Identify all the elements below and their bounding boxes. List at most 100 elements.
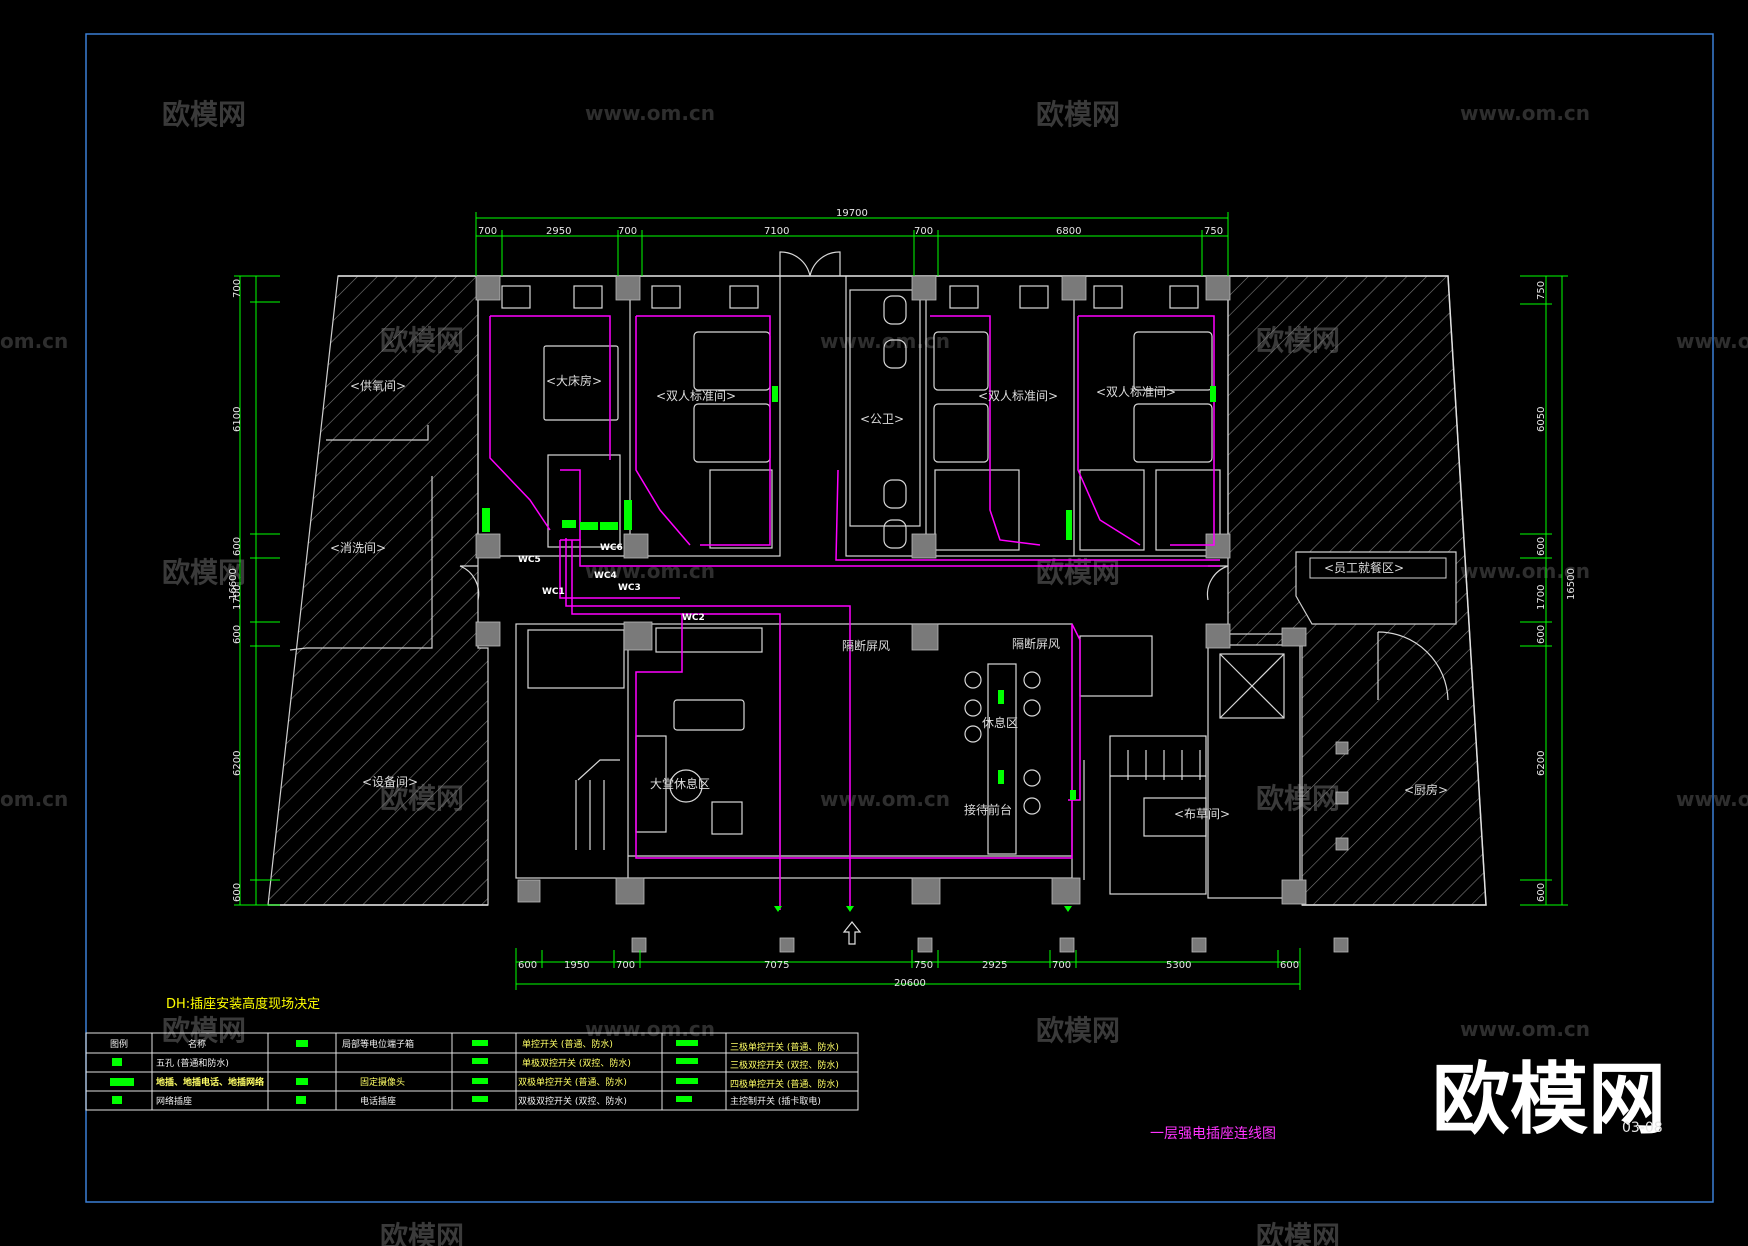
room-labels: <供氧间> <消洗间> <设备间> <大床房> <双人标准间> <公卫> <双人… xyxy=(330,373,1448,821)
dim-left-seg: 6100 xyxy=(232,407,243,432)
dim-right-seg: 6200 xyxy=(1536,751,1547,776)
legend-item: 网络插座 xyxy=(156,1095,192,1107)
label-lounge: 大堂休息区 xyxy=(650,776,710,791)
dim-left-seg: 700 xyxy=(232,279,243,298)
sheet-border-outer xyxy=(85,33,1714,1203)
watermark-url-cut: om.cn xyxy=(0,329,68,353)
dim-bottom-seg: 700 xyxy=(1052,960,1071,971)
watermark-brand: 欧模网 xyxy=(1036,98,1120,131)
dim-right-seg: 750 xyxy=(1536,281,1547,300)
watermark-url: www.om.cn xyxy=(1460,559,1590,583)
watermark-url: www.om.cn xyxy=(1460,101,1590,125)
dim-bottom-seg: 700 xyxy=(616,960,635,971)
dim-top-seg: 750 xyxy=(1204,226,1223,237)
brand-logo: 欧模网 xyxy=(1432,1055,1666,1145)
room-label-public-wc: <公卫> xyxy=(860,412,904,426)
dim-top-seg: 700 xyxy=(618,226,637,237)
legend-item: 四极单控开关 (普通、防水) xyxy=(730,1078,839,1090)
legend-item: 三极单控开关 (普通、防水) xyxy=(730,1041,839,1053)
legend-item: 双极单控开关 (普通、防水) xyxy=(518,1076,627,1088)
legend-item: 电话插座 xyxy=(360,1095,396,1107)
circuit-label: WC4 xyxy=(594,571,617,581)
dim-bottom-seg: 600 xyxy=(1280,960,1299,971)
installation-note: DH:插座安装高度现场决定 xyxy=(166,996,320,1012)
watermark-url: www.om.cn xyxy=(585,559,715,583)
label-reception: 接待前台 xyxy=(964,802,1012,817)
legend-item: 局部等电位端子箱 xyxy=(342,1038,414,1050)
room-label-big-bed: <大床房> xyxy=(546,373,602,388)
watermark-brand: 欧模网 xyxy=(162,556,246,589)
lobby-block xyxy=(459,565,1449,899)
watermark-url: www.om.cn xyxy=(1676,787,1748,811)
circuit-label: WC5 xyxy=(518,555,541,565)
triangle-markers xyxy=(774,906,1072,912)
room-label-equipment: <设备间> xyxy=(362,775,418,789)
dim-left-seg: 1700 xyxy=(232,585,243,610)
dim-bottom-total: 20600 xyxy=(894,978,926,989)
watermark-url-cut: om.cn xyxy=(0,787,68,811)
circuit-label: WC2 xyxy=(682,613,705,623)
room-label-linen: <布草间> xyxy=(1174,807,1230,821)
legend-item: 双极双控开关 (双控、防水) xyxy=(518,1095,627,1107)
dim-right-seg: 1700 xyxy=(1536,585,1547,610)
room-label-twin-3: <双人标准间> xyxy=(1096,385,1176,399)
dim-bottom-seg: 7075 xyxy=(764,960,789,971)
dim-left-seg: 600 xyxy=(232,625,243,644)
watermark-url: www.om.cn xyxy=(820,787,950,811)
room-label-oxygen: <供氧间> xyxy=(350,379,406,393)
dim-right-seg: 600 xyxy=(1536,537,1547,556)
legend-item: 三极双控开关 (双控、防水) xyxy=(730,1059,839,1071)
dimension-lines xyxy=(234,212,1568,990)
circuit-labels: WC5 WC6 WC1 WC4 WC3 WC2 xyxy=(518,543,705,623)
wiring-circuits xyxy=(489,315,1220,910)
fixture-markers xyxy=(482,386,1216,800)
legend-item: 主控制开关 (插卡取电) xyxy=(730,1095,821,1107)
label-screen-1: 隔断屏风 xyxy=(842,638,890,653)
watermark-url: www.om.cn xyxy=(820,329,950,353)
watermark-url: www.om.cn xyxy=(585,1017,715,1041)
legend-item: 单控开关 (普通、防水) xyxy=(522,1038,613,1050)
dim-top-seg: 700 xyxy=(914,226,933,237)
watermark-brand: 欧模网 xyxy=(1036,1014,1120,1047)
dim-top-seg: 700 xyxy=(478,226,497,237)
watermark-brand: 欧模网 xyxy=(1036,556,1120,589)
structural-columns xyxy=(475,275,1349,953)
watermark-url: www.om.cn xyxy=(1676,329,1748,353)
dim-top-total: 19700 xyxy=(836,208,868,219)
legend-header-name: 名称 xyxy=(188,1038,206,1050)
dim-top-seg: 6800 xyxy=(1056,226,1081,237)
legend-item: 固定摄像头 xyxy=(360,1076,405,1088)
watermark-brand: 欧模网 xyxy=(162,98,246,131)
watermark-url: www.om.cn xyxy=(585,101,715,125)
dim-top-seg: 2950 xyxy=(546,226,571,237)
label-screen-2: 隔断屏风 xyxy=(1012,636,1060,651)
legend-table: 图例 名称 五孔 (普通和防水) 局部等电位端子箱 单控开关 (普通、防水) 三… xyxy=(85,1032,859,1111)
dim-left-seg: 600 xyxy=(232,883,243,902)
circuit-label: WC3 xyxy=(618,583,641,593)
dim-bottom-seg: 5300 xyxy=(1166,960,1191,971)
legend-item: 单极双控开关 (双控、防水) xyxy=(522,1057,631,1069)
room-label-kitchen: <厨房> xyxy=(1404,782,1448,797)
dim-left-seg: 600 xyxy=(232,537,243,556)
dim-bottom-seg: 2925 xyxy=(982,960,1007,971)
watermark-brand: 欧模网 xyxy=(380,1220,464,1246)
dim-left-seg: 6200 xyxy=(232,751,243,776)
dim-top-seg: 7100 xyxy=(764,226,789,237)
label-rest-area: 休息区 xyxy=(982,715,1018,730)
dim-bottom-seg: 1950 xyxy=(564,960,589,971)
room-label-twin-2: <双人标准间> xyxy=(978,389,1058,403)
watermark-url: www.om.cn xyxy=(1460,1017,1590,1041)
sheet-number: 03-08 xyxy=(1622,1120,1663,1136)
watermark-layer: 欧模网 www.om.cn 欧模网 www.om.cn om.cn 欧模网 ww… xyxy=(0,98,1748,1246)
legend-header-symbol: 图例 xyxy=(110,1038,128,1050)
dim-bottom-seg: 600 xyxy=(518,960,537,971)
dim-left-total: 16600 xyxy=(228,568,239,600)
circuit-label: WC6 xyxy=(600,543,623,553)
dim-right-seg: 6050 xyxy=(1536,407,1547,432)
dim-right-seg: 600 xyxy=(1536,883,1547,902)
room-label-twin-1: <双人标准间> xyxy=(656,389,736,403)
room-label-wash: <消洗间> xyxy=(330,541,386,555)
circuit-label: WC1 xyxy=(542,587,565,597)
dim-right-total: 16500 xyxy=(1566,568,1577,600)
